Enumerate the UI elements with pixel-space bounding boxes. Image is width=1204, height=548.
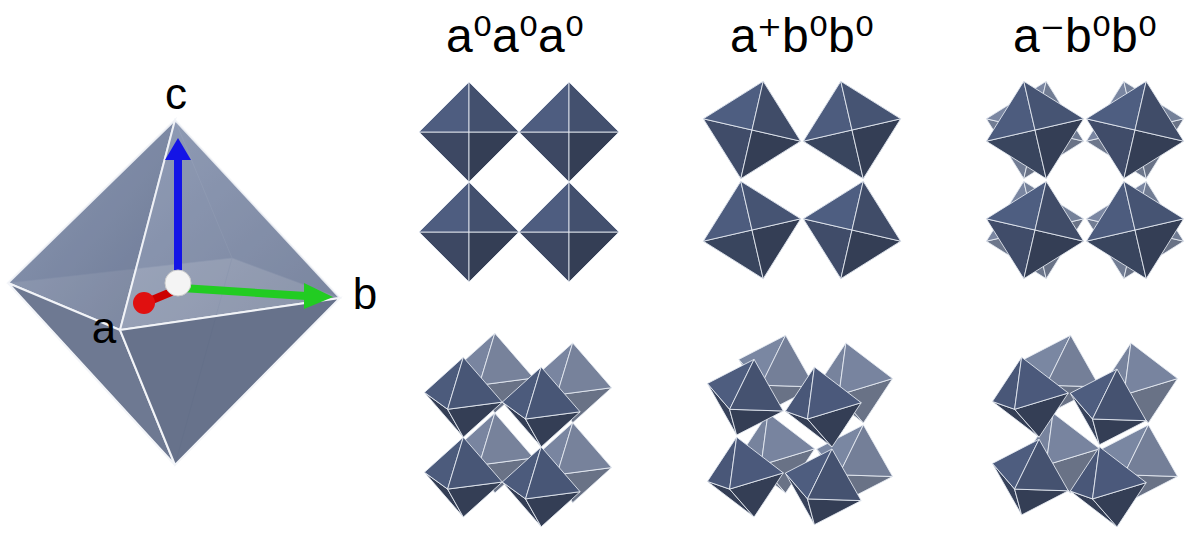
octahedron-face [469,232,519,282]
octahedron-face [519,132,569,182]
octahedron-face [469,132,519,182]
octahedron-face [1093,369,1147,421]
octahedron-face [419,82,469,132]
octahedron-face [419,182,469,232]
octahedron-face [569,132,619,182]
octahedron-face [569,82,619,132]
axis-label: c [165,72,187,116]
octahedron-face [569,132,619,182]
octahedron-face [469,82,519,132]
octahedron-face [1135,81,1184,141]
octahedron-face [741,181,801,230]
octahedron-face [479,333,534,385]
octahedron-face [569,182,619,232]
axis-label: a [92,306,116,350]
tilt-arrays [419,81,1184,527]
octahedron-face [419,182,469,232]
octahedron-face [519,82,569,132]
octahedron-face [519,182,569,232]
octahedron-face [526,367,581,419]
octahedron-face [469,132,519,182]
octahedron-face [1035,181,1084,241]
octahedron-face [519,82,569,132]
octahedron-face [752,81,801,141]
octahedron-face [1024,81,1084,130]
octahedron-face [1015,439,1069,491]
axis-label: b [353,272,377,316]
octahedron-face [557,343,612,395]
octahedron-face [839,343,893,395]
octahedron-face [557,423,612,475]
octahedron-face [808,499,862,525]
octahedron-face [419,232,469,282]
octahedron-face [841,81,901,130]
octahedron-face [419,132,469,182]
octahedron-face [526,447,581,499]
octahedron-face [448,357,503,409]
octahedron-face [519,232,569,282]
octahedron-face [730,359,784,411]
octahedron-face [1015,357,1069,409]
octahedron-face [1124,181,1184,230]
octahedron-face [469,182,519,232]
octahedron-face [1046,335,1100,387]
octahedron-face [519,232,569,282]
octahedron-face [1015,489,1069,515]
octahedron-face [519,182,569,232]
octahedron-face [1093,447,1147,499]
octahedron-face [808,449,862,501]
tilt-notation: a⁺b⁰b⁰ [730,12,874,60]
octahedron-face [569,182,619,232]
octahedron-face [469,232,519,282]
tilt-notation: a⁰a⁰a⁰ [446,12,584,60]
octahedron-face [839,425,893,477]
octahedron-face [1124,343,1178,395]
octahedron-face [419,132,469,182]
octahedron-face [469,182,519,232]
octahedron-face [730,437,784,489]
octahedron-face [852,181,901,241]
tilt-notation: a⁻b⁰b⁰ [1013,12,1157,60]
octahedron-face [1124,425,1178,477]
reference-octahedron [8,120,340,465]
octahedron-face [569,232,619,282]
octahedron-face [569,82,619,132]
octahedron-face [419,82,469,132]
octahedron-face [419,232,469,282]
octahedron-face [808,367,862,419]
octahedron-face [730,409,784,435]
octahedron-face [448,437,503,489]
octahedron-face [519,132,569,182]
octahedron-face [569,232,619,282]
octahedron-face [1093,419,1147,445]
octahedron-face [469,82,519,132]
